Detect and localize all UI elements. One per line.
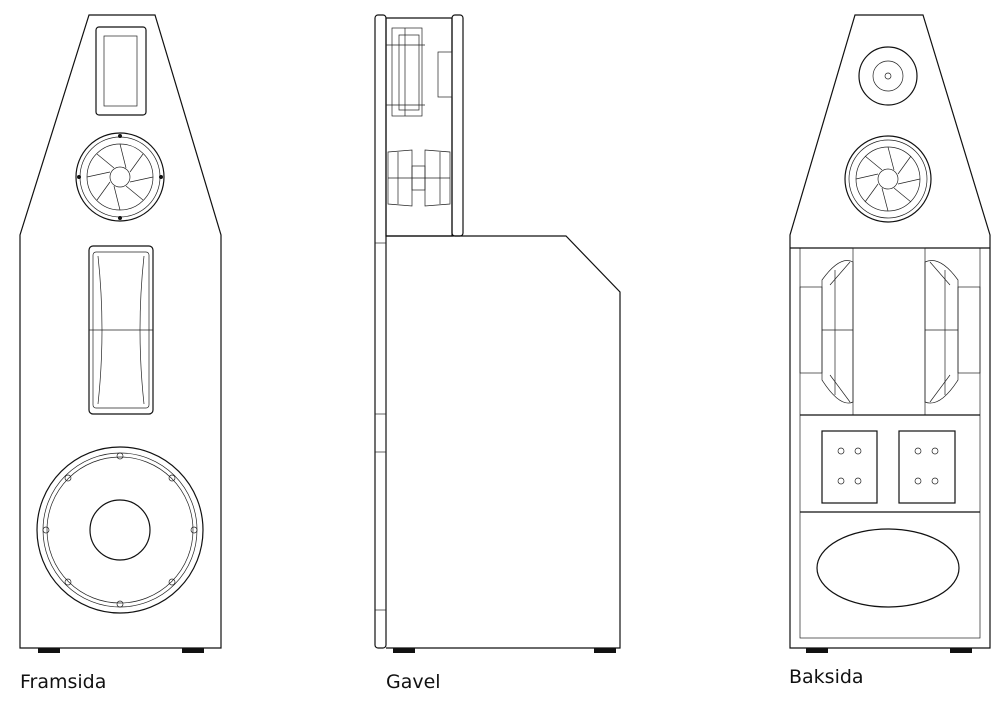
side-view-label: Gavel	[386, 671, 441, 693]
front-woofer	[36, 446, 204, 614]
back-foot-right	[950, 648, 972, 653]
front-slot-driver	[88, 245, 154, 415]
side-view: Gavel	[374, 14, 621, 693]
front-ribbon-tweeter	[95, 26, 147, 116]
side-upper-pod-back	[451, 14, 464, 237]
front-view-label: Framsida	[20, 671, 106, 693]
back-foot-left	[806, 648, 828, 653]
back-tweeter	[858, 46, 918, 106]
front-cabinet-outline	[19, 14, 222, 649]
front-foot-left	[38, 648, 60, 653]
side-baffle-strip	[374, 14, 387, 649]
back-bass-driver-left	[799, 260, 854, 404]
back-oval-port	[816, 528, 960, 608]
back-terminal-plate-right	[898, 430, 956, 504]
front-midrange-driver	[75, 132, 165, 222]
front-view: Framsida	[19, 14, 222, 693]
back-bass-driver-right	[924, 260, 981, 404]
back-center-block	[852, 247, 926, 416]
front-ribbon-tweeter-inner	[103, 35, 138, 107]
back-midrange-driver	[844, 135, 932, 223]
back-terminal-plate-left	[821, 430, 878, 504]
side-foot-left	[393, 648, 415, 653]
side-tweeter-detail	[386, 27, 453, 117]
back-view-label: Baksida	[789, 666, 864, 688]
back-inner-frame	[799, 247, 981, 639]
side-mid-driver-detail	[387, 149, 451, 207]
front-foot-right	[182, 648, 204, 653]
side-foot-right	[594, 648, 616, 653]
back-view: Baksida	[789, 14, 991, 688]
side-lower-cabinet	[386, 235, 621, 649]
back-cabinet-outline	[789, 14, 991, 649]
